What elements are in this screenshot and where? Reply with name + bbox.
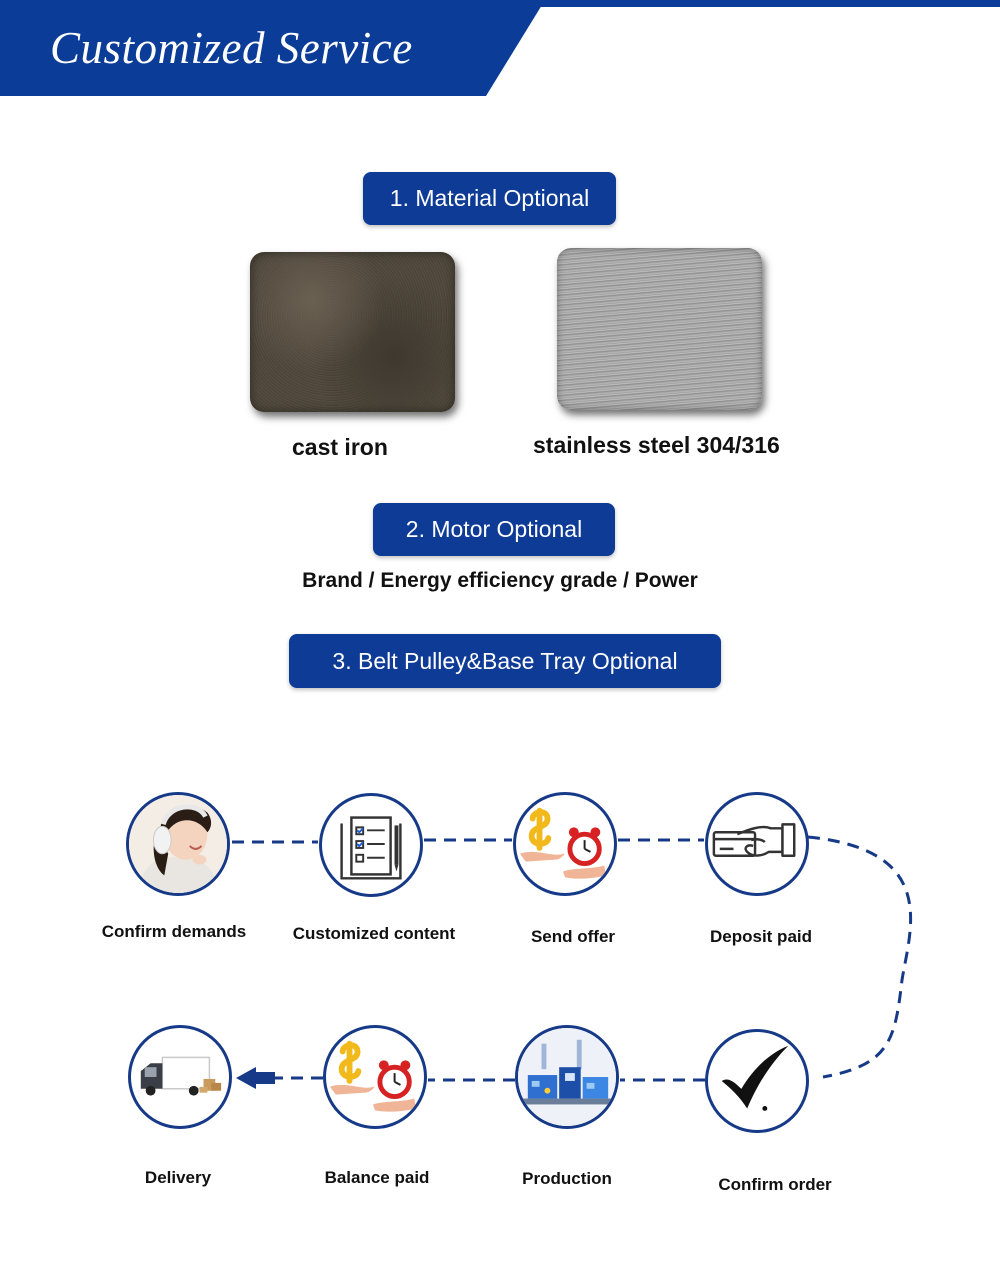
step-label-confirm-order: Confirm order — [718, 1175, 832, 1194]
delivery-truck-icon — [140, 1056, 222, 1096]
cast-iron-swatch — [250, 252, 455, 412]
material-option-badge: 1. Material Optional — [363, 172, 616, 225]
belt-pulley-option-badge: 3. Belt Pulley&Base Tray Optional — [289, 634, 721, 688]
step-label-send-offer: Send offer — [530, 927, 616, 946]
step-send-offer — [513, 792, 617, 896]
step-production — [515, 1025, 619, 1129]
step-label-deposit-paid: Deposit paid — [709, 927, 813, 946]
card-payment-hand-icon — [712, 823, 796, 857]
motor-detail-text: Brand / Energy efficiency grade / Power — [302, 569, 698, 592]
motor-option-badge: 2. Motor Optional — [373, 503, 615, 556]
factory-production-icon — [518, 1028, 616, 1126]
header-banner: Customized Service — [0, 0, 1000, 96]
cast-iron-label: cast iron — [292, 434, 388, 460]
page-title: Customized Service — [50, 23, 413, 73]
step-label-delivery: Delivery — [144, 1168, 212, 1187]
step-balance-paid — [323, 1025, 427, 1129]
step-label-production: Production — [522, 1169, 612, 1188]
stainless-steel-swatch — [557, 248, 762, 410]
checkmark-icon — [721, 1045, 789, 1111]
step-customized-content — [319, 793, 423, 897]
step-confirm-order — [705, 1029, 809, 1133]
banner-background — [0, 0, 1000, 96]
money-alarm-clock-icon — [519, 807, 607, 879]
step-confirm-demands — [126, 792, 230, 896]
step-deposit-paid — [705, 792, 809, 896]
money-alarm-clock-icon — [329, 1040, 417, 1112]
checklist-document-icon — [340, 816, 402, 880]
step-delivery — [128, 1025, 232, 1129]
stainless-steel-label: stainless steel 304/316 — [533, 432, 780, 458]
step-label-confirm-demands: Confirm demands — [101, 922, 247, 941]
step-label-balance-paid: Balance paid — [324, 1168, 430, 1187]
customer-service-headset-icon — [129, 795, 227, 893]
step-label-customized-content: Customized content — [292, 924, 456, 943]
